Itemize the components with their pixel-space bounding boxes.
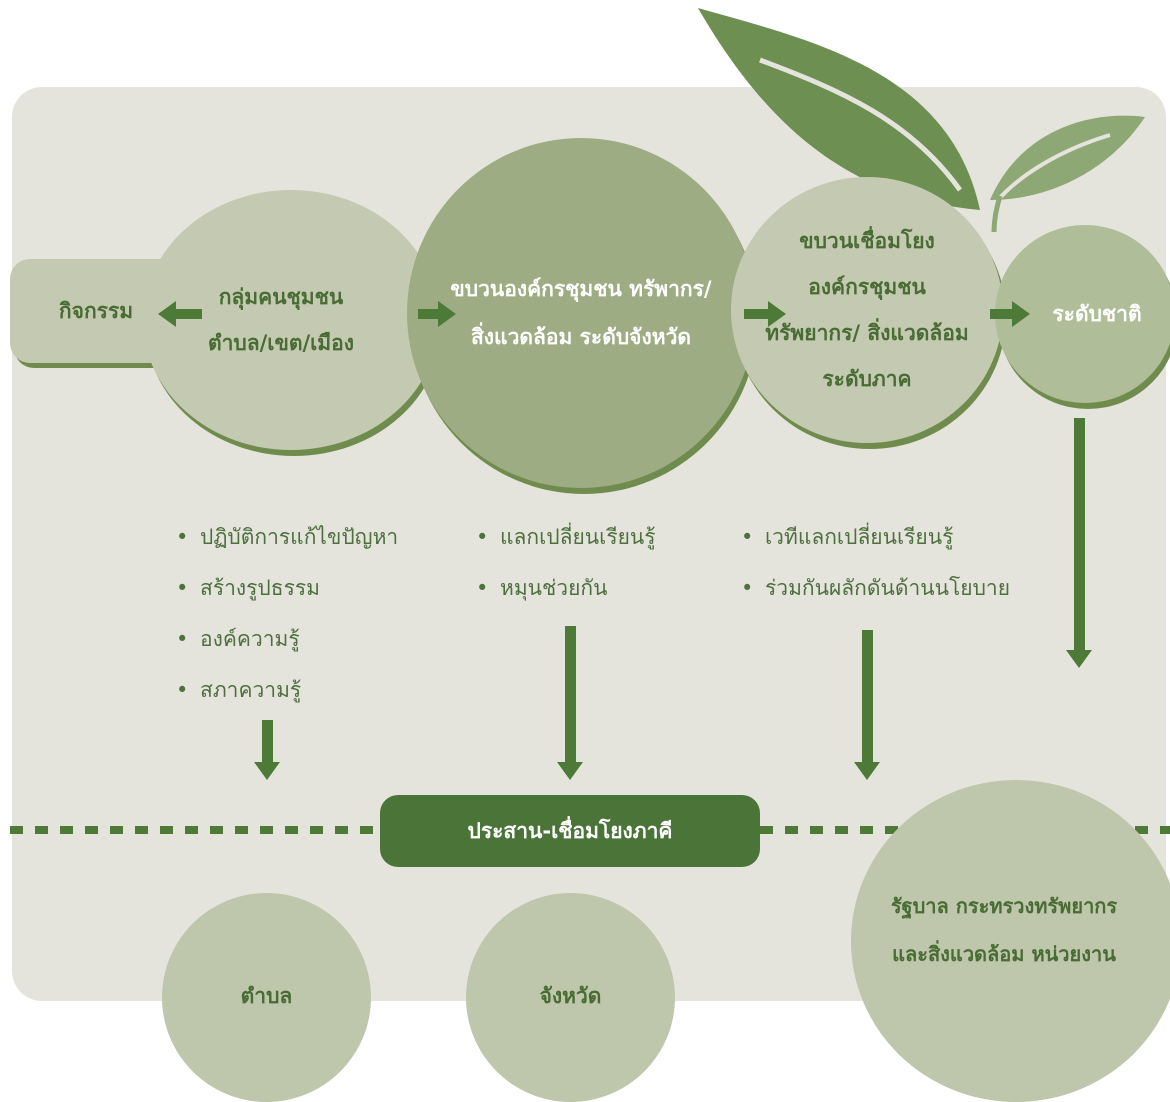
stage-province-line-2: สิ่งแวดล้อม ระดับจังหวัด — [470, 325, 692, 349]
level-government-circle: รัฐบาล กระทรวงทรัพยากร และสิ่งแวดล้อม หน… — [851, 780, 1170, 1102]
stage-national-label: ระดับชาติ — [1052, 302, 1142, 326]
level-subdistrict-circle: ตำบล — [162, 893, 371, 1102]
stage-community-line-1: กลุ่มคนชุมชน — [218, 285, 344, 309]
bullets-community: ปฏิบัติการแก้ไขปัญหา สร้างรูปธรรม องค์คว… — [176, 512, 398, 716]
level-subdistrict-label: ตำบล — [240, 983, 293, 1008]
level-government-line-1: รัฐบาล กระทรวงทรัพยากร — [890, 894, 1118, 918]
arrow-down-community — [254, 720, 280, 780]
list-item: สร้างรูปธรรม — [176, 563, 398, 614]
level-government-line-2: และสิ่งแวดล้อม หน่วยงาน — [892, 942, 1116, 966]
level-province-label: จังหวัด — [539, 983, 602, 1008]
list-item: สภาความรู้ — [176, 665, 398, 716]
list-item: เวทีแลกเปลี่ยนเรียนรู้ — [741, 512, 1010, 563]
coordination-box: ประสาน-เชื่อมโยงภาคี — [380, 795, 760, 867]
arrow-community-to-province — [418, 301, 456, 327]
leaf-icon — [698, 8, 1145, 233]
list-item: ปฏิบัติการแก้ไขปัญหา — [176, 512, 398, 563]
arrow-down-province — [557, 626, 583, 780]
list-item: ร่วมกันผลักดันด้านนโยบาย — [741, 563, 1010, 614]
arrow-region-to-national — [990, 301, 1030, 327]
arrow-down-national — [1066, 418, 1092, 668]
stage-province-line-1: ขบวนองค์กรชุมชน ทรัพากร/ — [450, 277, 712, 301]
activity-label: กิจกรรม — [58, 299, 134, 323]
list-item: แลกเปลี่ยนเรียนรู้ — [476, 512, 656, 563]
stage-region-line-4: ระดับภาค — [822, 367, 912, 391]
stage-province-circle: ขบวนองค์กรชุมชน ทรัพากร/ สิ่งแวดล้อม ระด… — [407, 138, 755, 488]
level-province-circle: จังหวัด — [466, 893, 675, 1102]
list-item: หมุนช่วยกัน — [476, 563, 656, 614]
list-item: องค์ความรู้ — [176, 614, 398, 665]
arrow-to-activity — [158, 301, 202, 327]
bullets-province: แลกเปลี่ยนเรียนรู้ หมุนช่วยกัน — [476, 512, 656, 614]
stage-community-line-2: ตำบล/เขต/เมือง — [207, 331, 355, 355]
stage-region-line-2: องค์กรชุมชน — [808, 275, 926, 299]
arrow-down-region — [854, 630, 880, 780]
coordination-label: ประสาน-เชื่อมโยงภาคี — [467, 819, 673, 843]
bullets-region: เวทีแลกเปลี่ยนเรียนรู้ ร่วมกันผลักดันด้า… — [741, 512, 1010, 614]
stage-region-line-3: ทรัพยากร/ สิ่งแวดล้อม — [765, 321, 969, 345]
stage-region-line-1: ขบวนเชื่อมโยง — [799, 229, 935, 253]
arrow-province-to-region — [744, 301, 786, 327]
stage-community-circle: กลุ่มคนชุมชน ตำบล/เขต/เมือง — [143, 190, 439, 450]
